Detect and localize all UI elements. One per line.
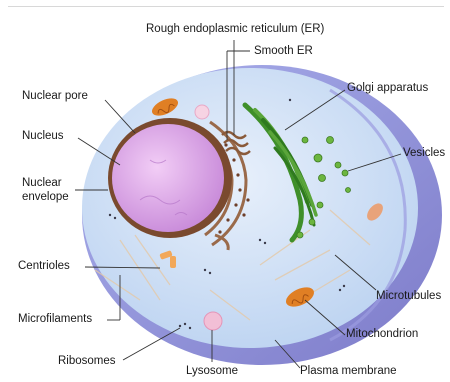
label-vesicles: Vesicles [403,147,445,160]
label-microtubules: Microtubules [376,290,441,303]
label-lysosome: Lysosome [186,365,238,378]
label-nuclear-envelope-line1: Nuclear [22,177,62,190]
label-ribosomes: Ribosomes [58,355,116,368]
lysosome [204,312,222,330]
label-centrioles: Centrioles [18,260,70,273]
label-plasma-membrane: Plasma membrane [300,365,397,378]
label-nuclear-envelope-line2: envelope [22,191,69,204]
label-mitochondrion: Mitochondrion [346,328,418,341]
label-golgi-apparatus: Golgi apparatus [347,82,428,95]
label-nucleus: Nucleus [22,130,64,143]
nucleus [112,124,224,232]
label-nuclear-pore: Nuclear pore [22,90,88,103]
label-smooth-er: Smooth ER [254,45,313,58]
label-rough-er: Rough endoplasmic reticulum (ER) [146,23,324,36]
lysosome-upper [195,105,209,119]
label-microfilaments: Microfilaments [18,313,92,326]
